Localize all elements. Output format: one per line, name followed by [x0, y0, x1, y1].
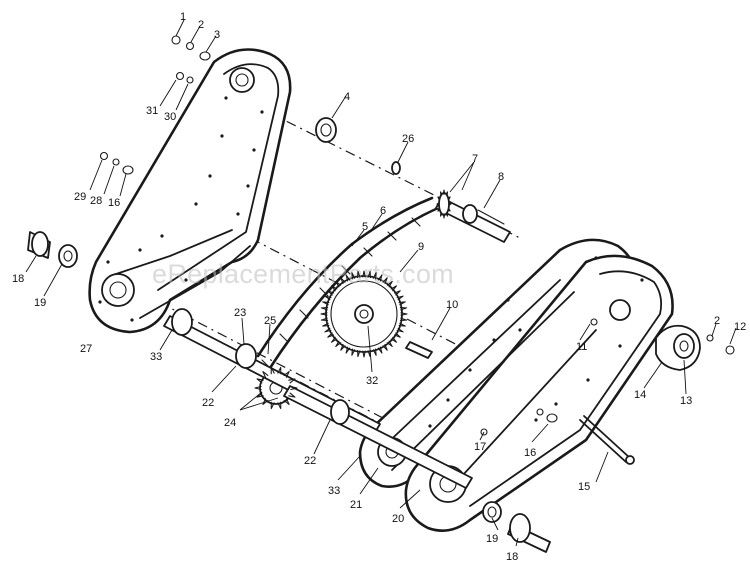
- callout-18: 18: [12, 273, 24, 285]
- right-case-bolt-holes: [428, 256, 644, 428]
- sprocket-tooth-outline: [320, 270, 408, 358]
- right-hub: [482, 501, 551, 553]
- large-sprocket: [325, 275, 403, 353]
- callout-28: 28: [90, 195, 102, 207]
- sprocket-tooth-outline: [436, 189, 452, 219]
- sprocket-tooth-outline: [254, 366, 298, 410]
- callout-15: 15: [578, 481, 590, 493]
- callout-20: 20: [392, 513, 404, 525]
- callout-19: 19: [34, 297, 46, 309]
- callout-16: 16: [108, 197, 120, 209]
- top-bearing: [315, 117, 401, 175]
- bolt: [579, 415, 635, 465]
- callout-30: 30: [164, 111, 176, 123]
- callout-16b: 16: [524, 447, 536, 459]
- top-shaft: [435, 192, 511, 243]
- callout-9: 9: [418, 241, 424, 253]
- callout-2b: 2: [714, 315, 720, 327]
- callout-29: 29: [74, 191, 86, 203]
- callout-23: 23: [234, 307, 246, 319]
- callout-25: 25: [264, 315, 276, 327]
- left-chain-case: [88, 48, 292, 334]
- callout-8: 8: [498, 171, 504, 183]
- key: [405, 341, 433, 359]
- callout-10: 10: [446, 299, 458, 311]
- callout-21: 21: [350, 499, 362, 511]
- callout-27: 27: [80, 343, 92, 355]
- callout-31: 31: [146, 105, 158, 117]
- callout-32: 32: [366, 375, 378, 387]
- watermark: eReplacementParts.com: [152, 259, 454, 289]
- callout-3: 3: [214, 29, 220, 41]
- callout-26: 26: [402, 133, 414, 145]
- callout-33: 33: [150, 351, 162, 363]
- top-sprocket-teeth: [436, 189, 452, 219]
- callout-2: 2: [198, 19, 204, 31]
- callout-7: 7: [472, 153, 478, 165]
- callout-11: 11: [576, 341, 587, 353]
- callout-13: 13: [680, 395, 692, 407]
- lower-shaft-lower: [283, 385, 473, 489]
- small-fasteners: [99, 35, 735, 436]
- callout-19b: 19: [486, 533, 498, 545]
- callout-14: 14: [634, 389, 646, 401]
- callout-22: 22: [202, 397, 214, 409]
- large-sprocket-teeth: [320, 270, 408, 358]
- callout-5: 5: [362, 221, 368, 233]
- callout-17: 17: [474, 441, 486, 453]
- callout-18b: 18: [506, 551, 518, 563]
- small-sprocket-teeth: [254, 366, 298, 410]
- callout-24: 24: [224, 417, 236, 429]
- bearing-flange: [655, 324, 701, 371]
- callout-12: 12: [734, 321, 746, 333]
- callout-4: 4: [344, 91, 350, 103]
- callout-22b: 22: [304, 455, 316, 467]
- left-hub: [27, 231, 78, 268]
- callout-labels: 1 2 3 31 30 4 26 7 8 29 28 16 6 5 9 18 1…: [12, 11, 746, 563]
- drive-chain: [256, 196, 440, 370]
- callout-33b: 33: [328, 485, 340, 497]
- leader-lines: [25, 19, 737, 547]
- callout-6: 6: [380, 205, 386, 217]
- callout-1: 1: [180, 11, 186, 23]
- left-case-bolt-holes: [98, 96, 264, 322]
